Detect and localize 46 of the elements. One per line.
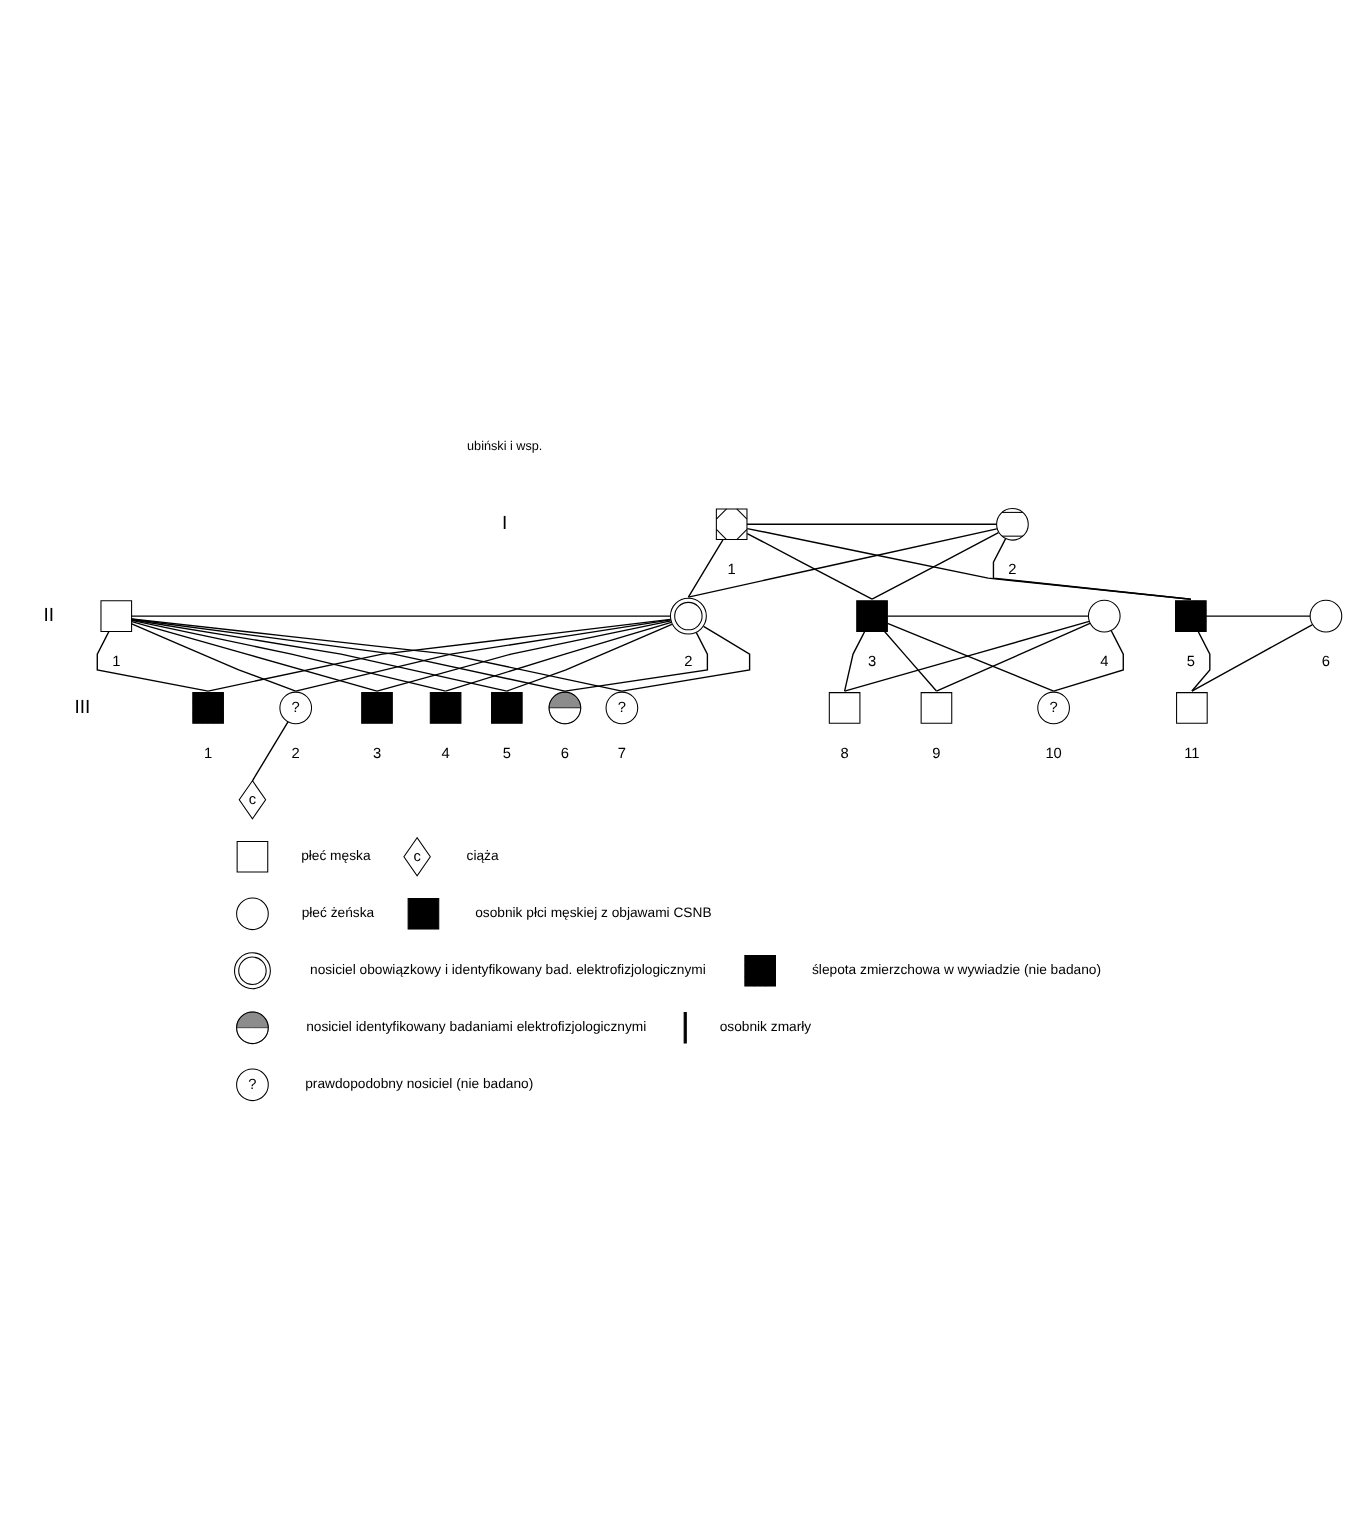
connector	[886, 614, 1090, 616]
node-box	[828, 691, 861, 723]
connector	[687, 538, 724, 597]
node-box	[856, 599, 888, 631]
node-line	[683, 1010, 687, 1043]
connector	[251, 720, 289, 781]
connector	[131, 622, 297, 691]
node-box	[491, 691, 523, 723]
connector	[1191, 623, 1313, 691]
connector	[444, 620, 672, 691]
connector	[207, 617, 672, 691]
connector	[843, 630, 866, 691]
connector	[886, 621, 1055, 691]
connector	[1205, 614, 1311, 616]
connector	[564, 630, 709, 691]
node-box	[1176, 691, 1208, 723]
connector	[843, 619, 1090, 691]
connector	[131, 619, 378, 691]
node-box	[407, 896, 440, 929]
label: I	[502, 511, 508, 534]
connector	[746, 522, 998, 524]
connector	[884, 630, 938, 691]
connector	[1052, 628, 1124, 691]
node-circle	[236, 896, 269, 930]
connector	[935, 621, 1091, 691]
connector	[295, 618, 672, 691]
connector	[1191, 630, 1211, 691]
node-box	[920, 691, 953, 723]
node-circle	[1309, 598, 1343, 632]
connector	[992, 537, 1192, 599]
node-box	[361, 691, 393, 723]
label: III	[74, 695, 91, 718]
connector	[746, 531, 873, 599]
node-box	[100, 599, 133, 631]
connector	[746, 526, 1192, 599]
node-circle	[1087, 598, 1121, 632]
connector	[621, 624, 751, 691]
label: II	[43, 603, 54, 626]
connector	[130, 614, 672, 616]
connector	[131, 618, 447, 691]
node-box	[236, 839, 269, 872]
connector	[376, 619, 672, 691]
connector	[96, 630, 209, 691]
node-box	[429, 691, 462, 723]
connector	[506, 622, 673, 691]
connector	[871, 531, 1000, 599]
